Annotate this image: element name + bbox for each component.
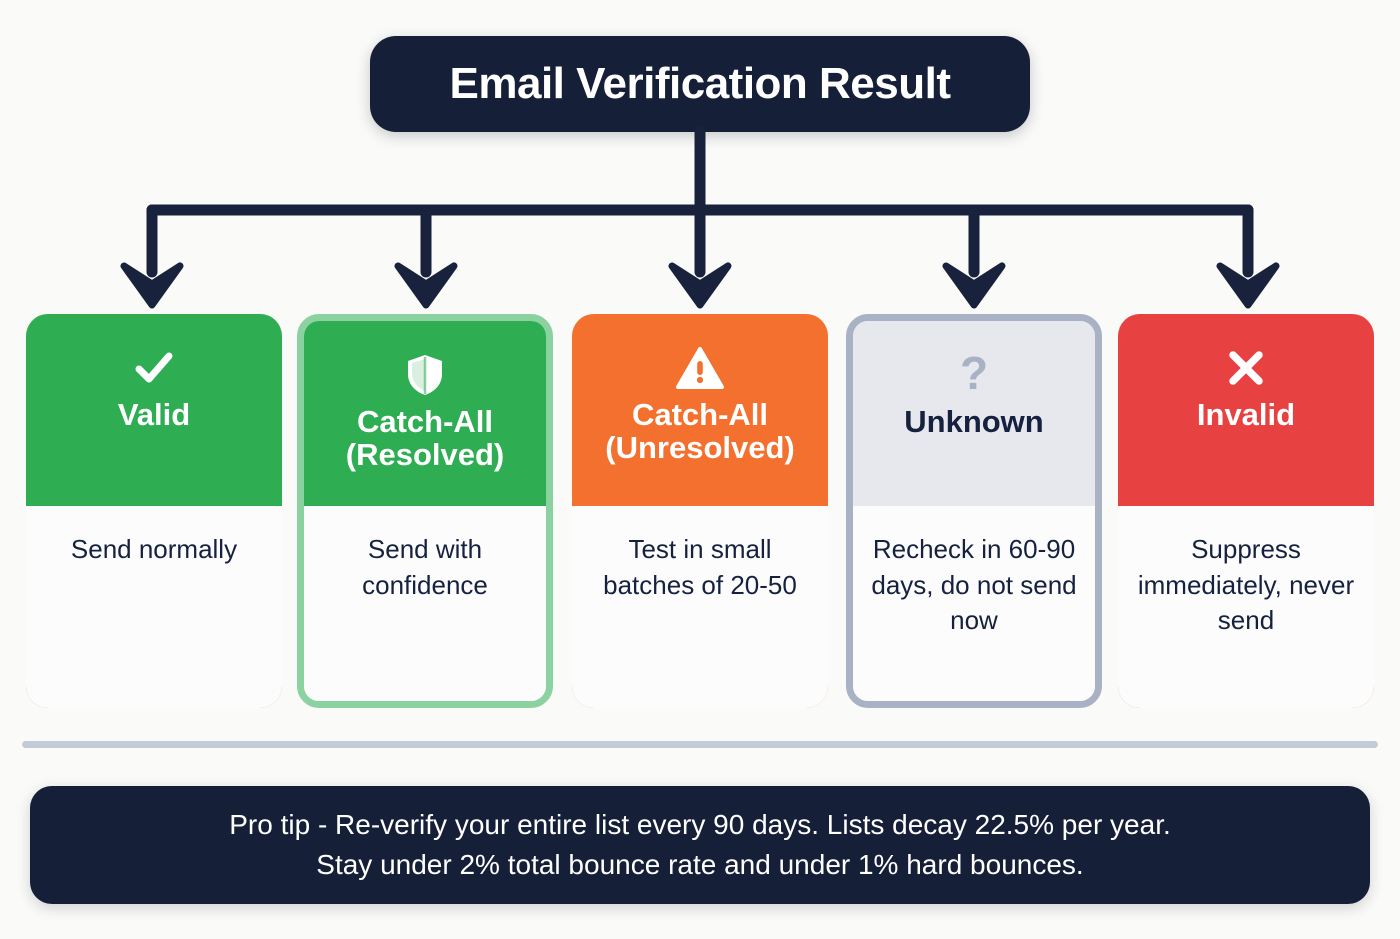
svg-text:?: ?	[960, 352, 988, 398]
card-body-valid: Send normally	[26, 506, 282, 708]
pro-tip-banner: Pro tip - Re-verify your entire list eve…	[30, 786, 1370, 904]
card-header-unknown: ? Unknown	[853, 321, 1095, 506]
result-card-catch-all-resolved[interactable]: Catch-All(Resolved) Send with confidence	[297, 314, 553, 708]
warning-icon	[676, 344, 724, 392]
card-label-catch-all-unresolved: Catch-All(Unresolved)	[605, 397, 795, 466]
card-body-catch-all-unresolved: Test in small batches of 20-50	[572, 506, 828, 708]
arrowhead-3	[668, 262, 732, 309]
card-description-unknown: Recheck in 60-90 days, do not send now	[871, 534, 1077, 636]
diagram-title-box: Email Verification Result	[370, 36, 1030, 132]
card-description-invalid: Suppress immediately, never send	[1137, 534, 1355, 636]
card-header-valid: Valid	[26, 314, 282, 506]
result-card-valid[interactable]: Valid Send normally	[26, 314, 282, 708]
card-header-catch-all-resolved: Catch-All(Resolved)	[304, 321, 546, 506]
close-icon	[1224, 344, 1268, 392]
card-header-catch-all-unresolved: Catch-All(Unresolved)	[572, 314, 828, 506]
arrowhead-5	[1216, 262, 1280, 309]
card-body-invalid: Suppress immediately, never send	[1118, 506, 1374, 708]
result-card-row: Valid Send normally Catch-All(Resolved) …	[0, 314, 1400, 708]
result-card-invalid[interactable]: Invalid Suppress immediately, never send	[1118, 314, 1374, 708]
connector-tree	[120, 126, 1280, 309]
pro-tip-line-1: Pro tip - Re-verify your entire list eve…	[229, 809, 1171, 841]
card-description-catch-all-unresolved: Test in small batches of 20-50	[603, 534, 797, 600]
result-card-catch-all-unresolved[interactable]: Catch-All(Unresolved) Test in small batc…	[572, 314, 828, 708]
shield-icon	[404, 351, 446, 399]
pro-tip-text: Pro tip - Re-verify your entire list eve…	[189, 805, 1211, 885]
card-label-invalid: Invalid	[1196, 397, 1296, 432]
card-description-catch-all-resolved: Send with confidence	[362, 534, 488, 600]
result-card-unknown[interactable]: ? Unknown Recheck in 60-90 days, do not …	[846, 314, 1102, 708]
card-body-unknown: Recheck in 60-90 days, do not send now	[853, 506, 1095, 701]
card-label-valid: Valid	[117, 397, 191, 432]
check-icon	[131, 344, 177, 392]
arrowhead-2	[394, 262, 458, 309]
card-description-valid: Send normally	[70, 534, 238, 564]
question-icon: ?	[957, 351, 991, 399]
card-header-invalid: Invalid	[1118, 314, 1374, 506]
section-divider	[22, 741, 1378, 748]
card-label-unknown: Unknown	[904, 404, 1044, 439]
card-label-catch-all-resolved: Catch-All(Resolved)	[345, 404, 505, 473]
arrowhead-4	[942, 262, 1006, 309]
arrowhead-1	[120, 262, 184, 309]
card-body-catch-all-resolved: Send with confidence	[304, 506, 546, 701]
pro-tip-line-2: Stay under 2% total bounce rate and unde…	[316, 849, 1084, 880]
page-title: Email Verification Result	[449, 59, 952, 108]
